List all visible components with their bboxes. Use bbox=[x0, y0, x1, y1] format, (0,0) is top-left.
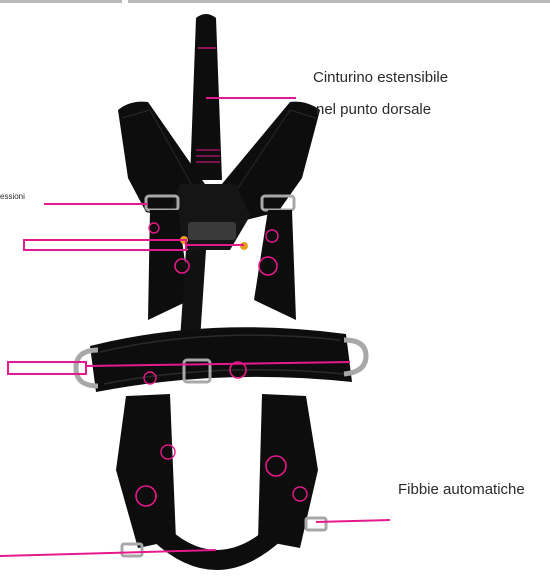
label-extensible-strap-line1: Cinturino estensibile bbox=[313, 69, 448, 86]
label-extensible-strap-line2: nel punto dorsale bbox=[316, 101, 431, 118]
label-connections: essioni bbox=[0, 192, 25, 201]
label-automatic-buckles: Fibbie automatiche bbox=[398, 481, 525, 498]
